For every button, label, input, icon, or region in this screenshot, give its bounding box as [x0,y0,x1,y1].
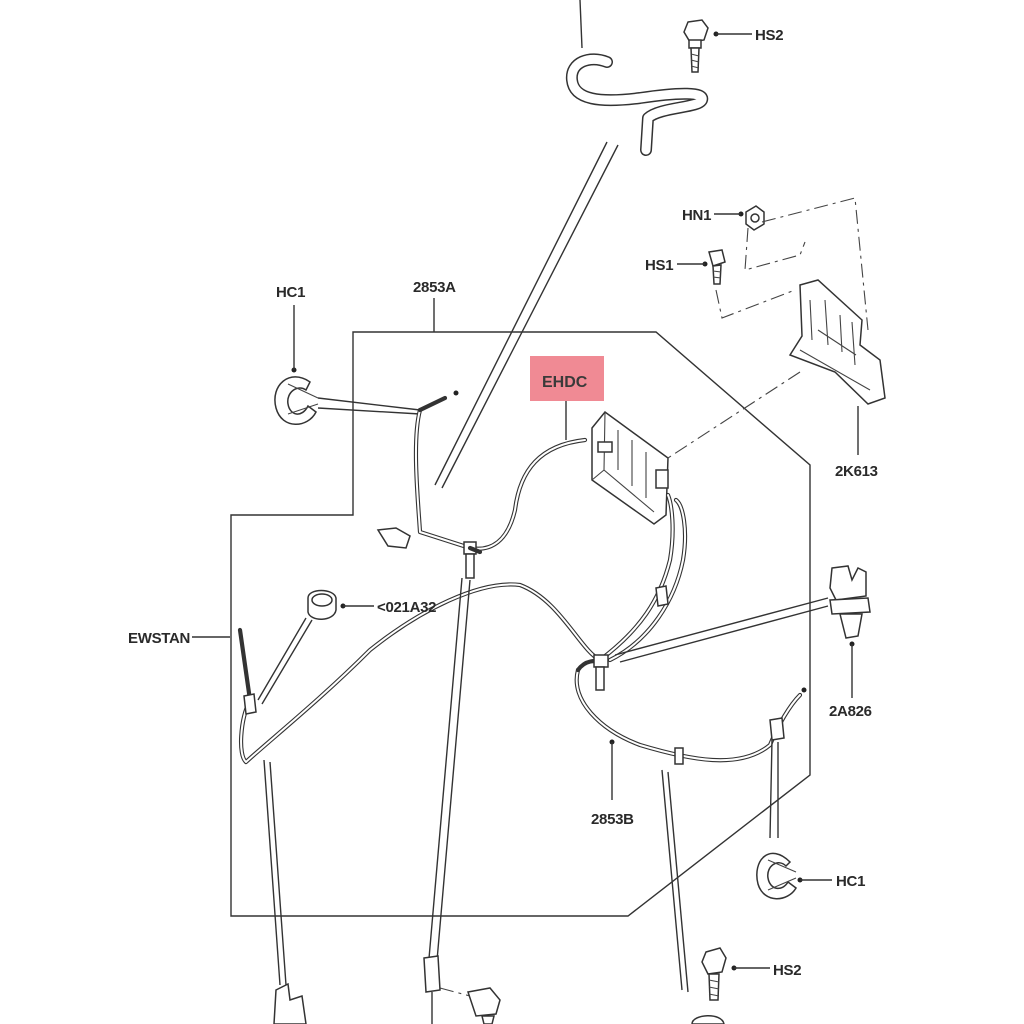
label-2853a: 2853A [413,279,456,296]
bolt-hs2-top [683,19,752,73]
label-hs2-bottom: HS2 [773,962,801,979]
nut-hn1 [714,205,765,231]
clip-hc1-left [274,305,421,425]
clip-hc1-right [756,739,832,900]
label-2k613: 2K613 [835,463,878,480]
ehdc-highlight [530,356,604,401]
label-hs2-top: HS2 [755,27,783,44]
ehdc-module [591,410,669,525]
cable-long-left [237,582,603,765]
grommet-021a32 [257,589,374,705]
hose-assembly [434,0,709,489]
label-hc1-left: HC1 [276,284,305,301]
label-2853b: 2853B [591,811,634,828]
label-2a826: 2A826 [829,703,872,720]
label-hc1-right: HC1 [836,873,865,890]
label-ehdc: EHDC [542,374,588,391]
bottom-clip-left [273,982,307,1024]
label-hn1: HN1 [682,207,711,224]
cable-2853a [376,390,588,579]
label-ewstan: EWSTAN [128,630,190,647]
bolt-hs2-bottom [701,947,770,1001]
bottom-clip-center [423,955,441,1024]
bottom-grommet-right [691,1015,725,1024]
label-021a32: <021A32 [377,599,436,616]
bracket-2k613 [788,279,886,455]
bottom-bolt-center [467,987,501,1024]
cable-2853b [574,492,807,765]
label-hs1: HS1 [645,257,673,274]
connector-2a826 [614,565,871,698]
screw-hs1 [677,249,726,285]
assembly-outline [230,331,811,917]
